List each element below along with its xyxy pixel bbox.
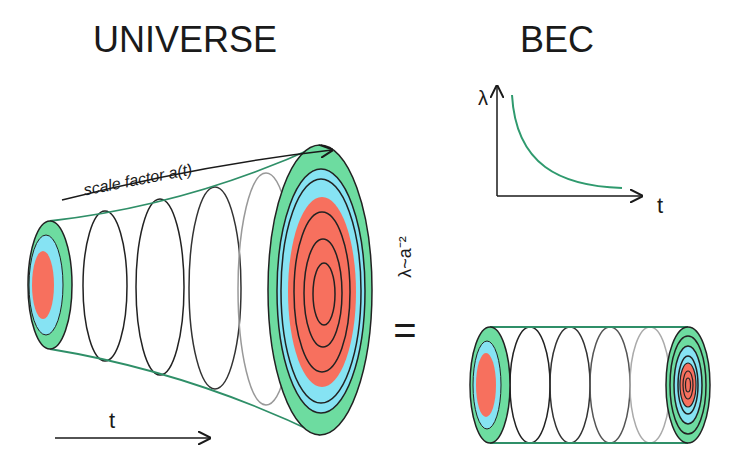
red-zone (288, 197, 356, 387)
red-zone (476, 353, 496, 417)
red-zone (32, 251, 54, 319)
cylinder-edge (490, 326, 688, 328)
cylinder-edge (490, 442, 688, 444)
relation-label: λ~a⁻² (396, 236, 414, 278)
time-arrow (55, 437, 210, 439)
ring (313, 263, 335, 325)
axis-label: t (109, 410, 115, 432)
x-axis (497, 195, 642, 197)
bec-cylinder (470, 327, 710, 443)
ring (670, 336, 706, 434)
decay-curve (512, 95, 622, 188)
green-zone (666, 327, 710, 443)
equals-sign: = (393, 310, 416, 350)
ring (678, 356, 698, 414)
panel-title: BEC (520, 22, 594, 58)
y-axis (496, 86, 498, 196)
panel-title: UNIVERSE (93, 22, 277, 58)
ring (510, 327, 550, 443)
ring (590, 327, 630, 443)
ring (630, 327, 670, 443)
ring (281, 179, 361, 403)
ring (304, 239, 342, 347)
blue-zone (473, 341, 501, 429)
green-zone (470, 327, 510, 443)
ring (83, 211, 127, 361)
green-zone (28, 221, 72, 349)
green-zone (268, 145, 372, 435)
ring (189, 187, 241, 389)
scale-arrow (62, 150, 332, 200)
blue-zone (29, 235, 63, 335)
axis-label: t (657, 195, 663, 217)
axis-label: λ (478, 88, 488, 108)
ring (136, 199, 184, 375)
ring (294, 212, 350, 372)
arrow-label: scale factor a(t) (82, 162, 193, 199)
blue-zone (674, 346, 702, 424)
blue-zone (277, 169, 365, 413)
universe-cone (28, 145, 372, 435)
red-zone (680, 363, 696, 407)
ring (550, 327, 590, 443)
ring (683, 371, 693, 399)
ring (686, 378, 691, 392)
